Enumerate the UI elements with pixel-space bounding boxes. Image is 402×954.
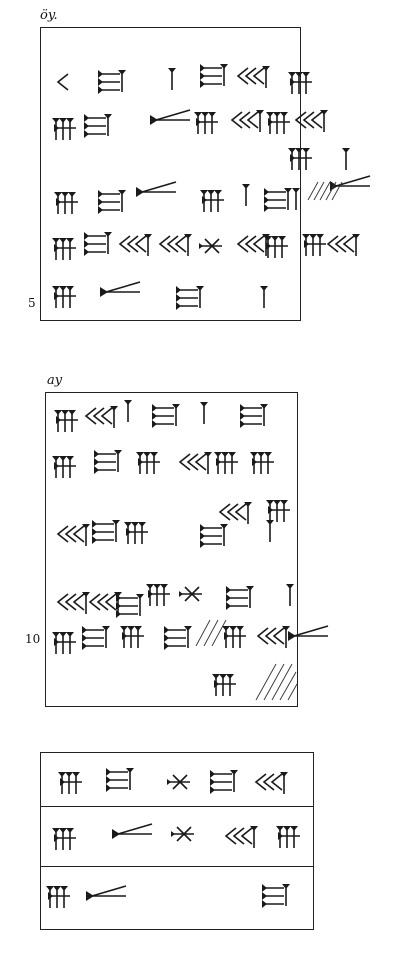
obverse-panel <box>40 27 301 321</box>
edge-signs <box>46 768 300 908</box>
edge-panel <box>40 752 314 930</box>
edge-divider-2 <box>40 866 314 867</box>
reverse-signs <box>52 399 329 696</box>
line-number-10: 10 <box>25 632 41 646</box>
obverse-signs <box>52 64 371 310</box>
line-number-5: 5 <box>28 296 36 310</box>
reverse-label: ay <box>47 373 63 388</box>
obverse-label: öy. <box>40 8 58 23</box>
edge-divider-1 <box>40 806 314 807</box>
reverse-panel <box>45 392 298 707</box>
obverse-damage-hatch <box>307 181 343 201</box>
reverse-damage-hatch <box>195 619 298 701</box>
